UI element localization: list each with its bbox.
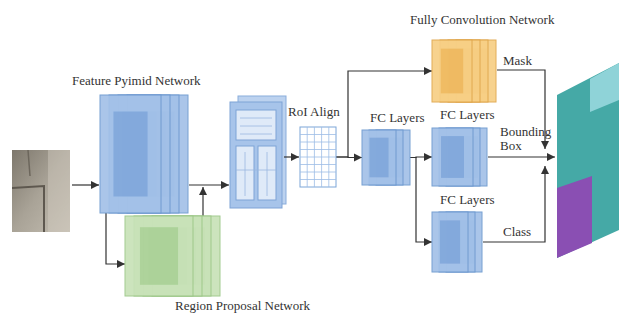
node-label: FC Layers — [440, 192, 495, 207]
layer — [100, 95, 161, 213]
arrow — [189, 184, 229, 185]
light-patch — [48, 150, 70, 232]
fc-layers-stack: FC Layers — [432, 212, 482, 272]
layer — [432, 40, 472, 102]
layer — [439, 212, 475, 272]
layer-core — [440, 220, 460, 263]
crack-line — [28, 150, 30, 176]
node-label: Region Proposal Network — [175, 298, 310, 313]
node-shape — [125, 216, 220, 296]
grid-frame — [300, 127, 336, 187]
branch-label: Bounding Box — [500, 125, 556, 153]
connector-arrow — [410, 158, 432, 243]
layer-plate — [432, 212, 468, 272]
layer-core — [441, 49, 463, 94]
roi-align-grid: RoI Align — [300, 127, 336, 187]
fcn-stack: Fully Convolution Network — [432, 40, 496, 102]
grid-lines — [300, 127, 336, 187]
node-label: Fully Convolution Network — [410, 12, 554, 27]
arrow — [488, 156, 555, 157]
layer-core — [140, 227, 178, 285]
layer — [369, 130, 403, 185]
layer — [432, 128, 473, 186]
layer-plate — [440, 40, 480, 102]
branch-label: Class — [503, 225, 531, 239]
layer-plate — [369, 130, 403, 185]
segment-region — [557, 176, 592, 258]
input-photo — [12, 150, 70, 232]
connector-arrow — [336, 156, 362, 158]
segmentation-result — [557, 63, 619, 258]
layer — [432, 212, 468, 272]
node-shape — [432, 212, 482, 272]
node-label: FC Layers — [370, 110, 425, 125]
layer-plate — [439, 212, 475, 272]
layer-core — [113, 112, 147, 197]
node-label: FC Layers — [440, 107, 495, 122]
node-shape — [432, 128, 487, 186]
layer-core — [369, 138, 388, 178]
layer-core — [441, 136, 464, 178]
arrow — [202, 187, 203, 216]
crack-line — [12, 186, 44, 232]
fc-layers-stack: FC Layers — [362, 130, 410, 185]
layer-plate — [432, 128, 473, 186]
node-label: Feature Pyimid Network — [72, 73, 201, 88]
arrow — [284, 156, 299, 157]
node-shape — [300, 127, 336, 187]
connector-arrow — [106, 213, 125, 264]
layer-plate — [439, 128, 480, 186]
map-panel — [236, 110, 276, 140]
layer — [440, 40, 480, 102]
output-image — [557, 63, 619, 258]
layer-plate — [100, 95, 161, 213]
layer — [362, 130, 396, 185]
region-proposal-stack: Region Proposal Network — [125, 216, 220, 296]
feature-map — [230, 96, 286, 208]
fc-layers-stack: FC Layers — [432, 128, 487, 186]
feature-pyramid-stack: Feature Pyimid Network — [100, 95, 188, 213]
map-grid — [236, 118, 276, 196]
layer — [125, 216, 193, 296]
layer — [439, 128, 480, 186]
branch-label: Mask — [503, 54, 532, 68]
layer-plate — [125, 216, 193, 296]
layer-plate — [432, 40, 472, 102]
node-shape — [362, 130, 410, 185]
input-image — [12, 150, 70, 232]
node-label: RoI Align — [288, 104, 340, 119]
arrow — [72, 184, 99, 185]
layer-plate — [362, 130, 396, 185]
segment-region — [590, 63, 619, 112]
node-shape — [100, 95, 188, 213]
map-layer — [230, 102, 282, 208]
node-shape — [432, 40, 496, 102]
